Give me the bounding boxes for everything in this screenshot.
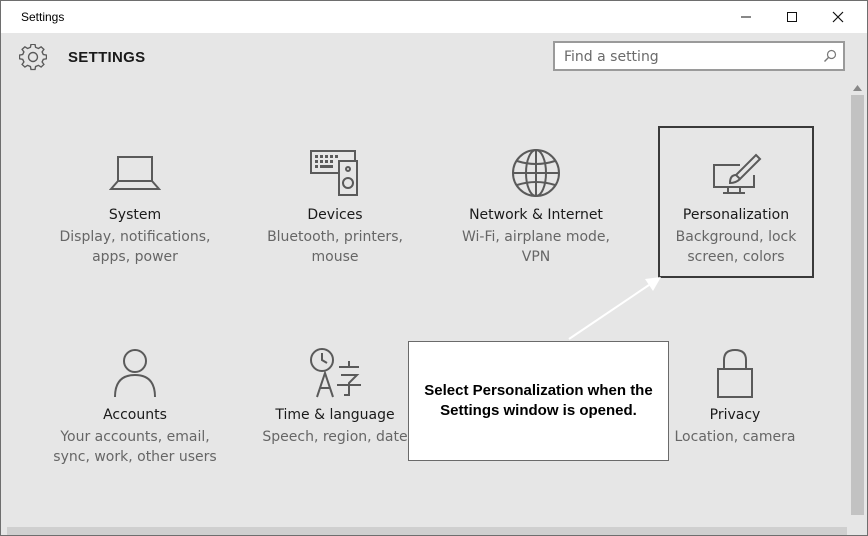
minimize-button[interactable] [723, 1, 769, 33]
tile-personalization-desc-2: screen, colors [687, 249, 785, 265]
tile-accounts-label: Accounts [103, 407, 167, 423]
tile-accounts-desc-2: sync, work, other users [53, 449, 217, 465]
tile-devices-desc-1: Bluetooth, printers, [267, 229, 403, 245]
title-bar[interactable]: Settings [1, 1, 867, 33]
tile-devices-desc-2: mouse [311, 249, 359, 265]
tile-accounts-desc-1: Your accounts, email, [60, 429, 210, 445]
tile-network-desc-2: VPN [521, 249, 551, 265]
paintbrush-display-icon [713, 153, 762, 194]
horizontal-scrollbar[interactable] [7, 527, 847, 535]
tile-network-label: Network & Internet [469, 207, 603, 223]
maximize-icon [787, 12, 797, 22]
person-icon [114, 349, 156, 398]
globe-icon [512, 149, 560, 197]
instruction-callout: Select Personalization when the Settings… [408, 341, 669, 461]
tile-system[interactable]: System Display, notifications, apps, pow… [57, 127, 213, 279]
tile-system-label: System [108, 207, 162, 223]
scroll-up-arrow-icon[interactable] [853, 85, 862, 91]
vertical-scrollbar[interactable] [849, 83, 867, 535]
time-language-icon [310, 348, 361, 398]
tile-network-internet[interactable]: Network & Internet Wi-Fi, airplane mode,… [458, 127, 614, 279]
tile-network-desc-1: Wi-Fi, airplane mode, [462, 229, 610, 245]
scrollbar-thumb[interactable] [851, 95, 864, 515]
maximize-button[interactable] [769, 1, 815, 33]
lock-icon [717, 348, 753, 398]
laptop-icon [109, 156, 161, 190]
tile-accounts[interactable]: Accounts Your accounts, email, sync, wor… [53, 327, 217, 479]
search-icon[interactable] [823, 49, 837, 63]
tile-time-language-desc-1: Speech, region, date [262, 429, 408, 445]
settings-header: SETTINGS [1, 33, 867, 83]
window-title: Settings [21, 10, 65, 24]
close-button[interactable] [815, 1, 861, 33]
tile-privacy-label: Privacy [709, 407, 761, 423]
tile-system-desc-1: Display, notifications, [59, 229, 211, 245]
search-box[interactable] [553, 41, 845, 71]
callout-text: Select Personalization when the Settings… [424, 382, 653, 419]
tile-time-language[interactable]: Time & language Speech, region, date [257, 327, 413, 479]
search-input[interactable] [564, 47, 814, 67]
tile-personalization-label: Personalization [682, 207, 790, 223]
tile-devices-label: Devices [307, 207, 363, 223]
devices-icon [310, 150, 358, 196]
tile-devices[interactable]: Devices Bluetooth, printers, mouse [257, 127, 413, 279]
tile-time-language-label: Time & language [275, 407, 395, 423]
tile-privacy-desc-1: Location, camera [674, 429, 796, 445]
close-icon [832, 11, 844, 23]
tile-personalization[interactable]: Personalization Background, lock screen,… [658, 126, 814, 278]
page-title: SETTINGS [68, 49, 146, 66]
tile-personalization-desc-1: Background, lock [675, 229, 797, 245]
minimize-icon [741, 16, 751, 18]
tile-privacy[interactable]: Privacy Location, camera [657, 327, 813, 479]
tile-system-desc-2: apps, power [92, 249, 178, 265]
gear-icon [19, 44, 47, 71]
